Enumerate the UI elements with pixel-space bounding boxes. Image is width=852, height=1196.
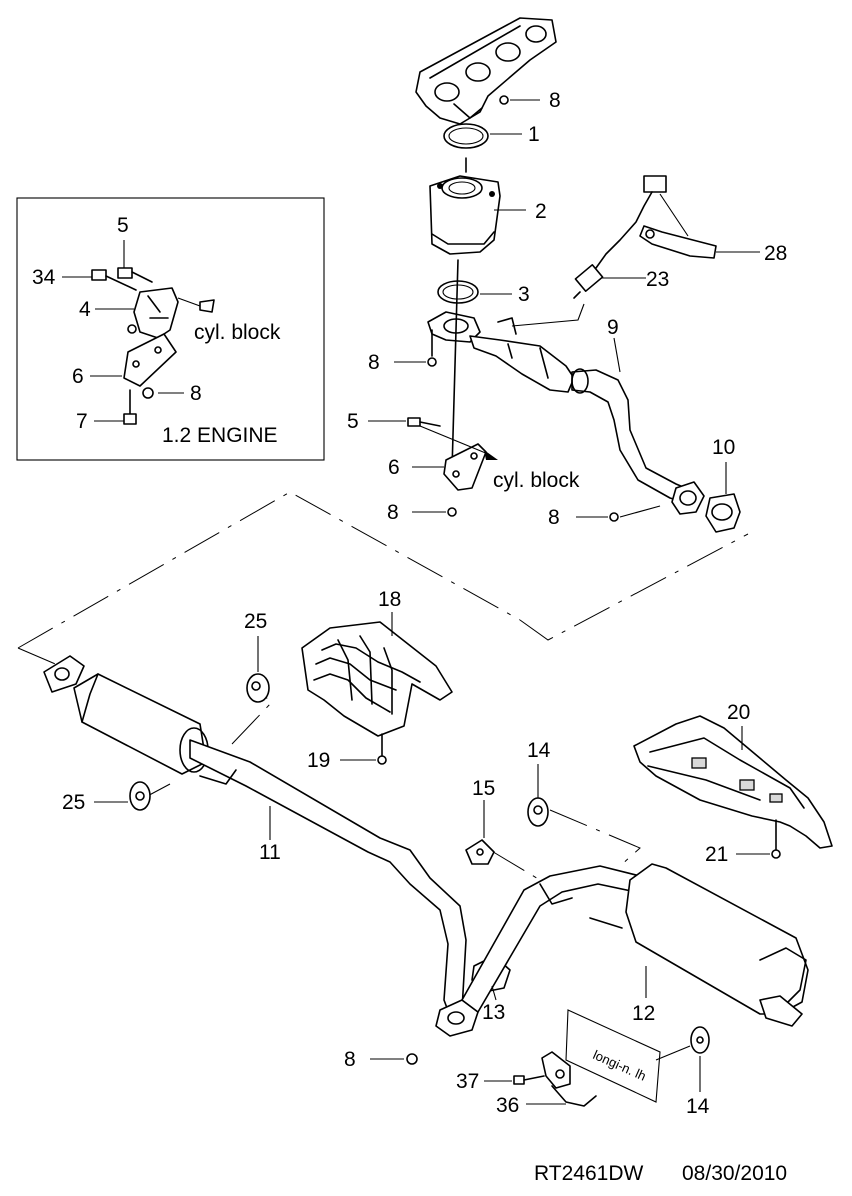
- inset-bracket-6: [123, 333, 177, 387]
- heat-shield-18: [301, 621, 453, 737]
- bracket-36: [541, 1051, 597, 1107]
- nut-8-low: [447, 507, 457, 517]
- nut-8-mid: [427, 357, 437, 367]
- rubber-hanger-14-bottom: [690, 1026, 710, 1054]
- inset-bolt-7: [123, 389, 137, 425]
- rubber-hanger-14-top: [527, 797, 549, 827]
- label-25-top: 25: [244, 610, 267, 633]
- inset-label-4: 4: [79, 298, 91, 321]
- rubber-hanger-25-top: [246, 673, 270, 703]
- label-21: 21: [705, 843, 728, 866]
- bolt-5: [407, 417, 441, 427]
- inset-label-5: 5: [117, 214, 129, 237]
- inset-cyl-block-text: cyl. block: [194, 321, 281, 344]
- label-36: 36: [496, 1094, 519, 1117]
- label-8-low: 8: [387, 501, 399, 524]
- inset-label-34: 34: [32, 266, 56, 289]
- label-37: 37: [456, 1070, 479, 1093]
- label-13: 13: [482, 1001, 505, 1024]
- inset-frame: [16, 197, 325, 461]
- label-6: 6: [388, 456, 400, 479]
- label-15: 15: [472, 777, 495, 800]
- label-plate: longi-n. lh: [565, 1009, 691, 1103]
- catalytic-converter-2: [429, 175, 501, 255]
- rear-muffler-12: [461, 863, 809, 1027]
- rubber-hanger-25-left: [129, 781, 151, 811]
- hanger-15: [465, 839, 495, 865]
- inset-bolt-5: [117, 267, 153, 283]
- inset-label-8: 8: [190, 382, 202, 405]
- nut-21: [771, 849, 781, 859]
- bracket-28: [639, 193, 717, 259]
- label-3: 3: [518, 283, 530, 306]
- gasket-1: [443, 123, 489, 149]
- label-20: 20: [727, 701, 750, 724]
- main-cyl-block-text: cyl. block: [493, 469, 580, 492]
- label-23: 23: [646, 268, 669, 291]
- diagram-date: 08/30/2010: [682, 1162, 787, 1185]
- inset-label-6: 6: [72, 365, 84, 388]
- flange-10: [671, 481, 741, 533]
- label-8-flange: 8: [548, 506, 560, 529]
- diagram-code: RT2461DW: [534, 1162, 643, 1185]
- manifold-nut: [499, 95, 509, 105]
- label-11: 11: [259, 841, 281, 864]
- inset-caption: 1.2 ENGINE: [162, 424, 278, 447]
- label-8-mid: 8: [368, 351, 380, 374]
- label-2: 2: [535, 200, 547, 223]
- label-12: 12: [632, 1002, 655, 1025]
- nut-8-bottom: [406, 1053, 418, 1065]
- bolt-37: [513, 1075, 545, 1085]
- inset-bracket-4: [127, 287, 215, 339]
- label-28: 28: [764, 242, 787, 265]
- label-10: 10: [712, 436, 735, 459]
- inset-nut-8: [142, 387, 154, 399]
- label-14-bottom: 14: [686, 1095, 710, 1118]
- bracket-6: [443, 443, 487, 491]
- label-25-left: 25: [62, 791, 85, 814]
- nut-19: [377, 755, 387, 765]
- flange-nut: [609, 512, 619, 522]
- label-8-bottom: 8: [344, 1048, 356, 1071]
- label-9: 9: [607, 316, 619, 339]
- exhaust-manifold: [415, 17, 557, 125]
- intermediate-pipe-11: [43, 655, 479, 1037]
- label-14-top: 14: [527, 739, 551, 762]
- heat-shield-20: [633, 715, 833, 849]
- label-18: 18: [378, 588, 401, 611]
- label-8-top: 8: [549, 89, 561, 112]
- oxygen-sensor-23: [573, 175, 667, 299]
- inset-label-7: 7: [76, 410, 88, 433]
- label-plate-text: longi-n. lh: [591, 1047, 649, 1084]
- label-19: 19: [307, 749, 330, 772]
- label-5: 5: [347, 410, 359, 433]
- label-1: 1: [528, 123, 540, 146]
- inset-bolt-34: [91, 269, 137, 291]
- inset-1-2-engine: 5 34 4 6 8 7 cyl. block 1.2 ENGINE: [16, 197, 325, 461]
